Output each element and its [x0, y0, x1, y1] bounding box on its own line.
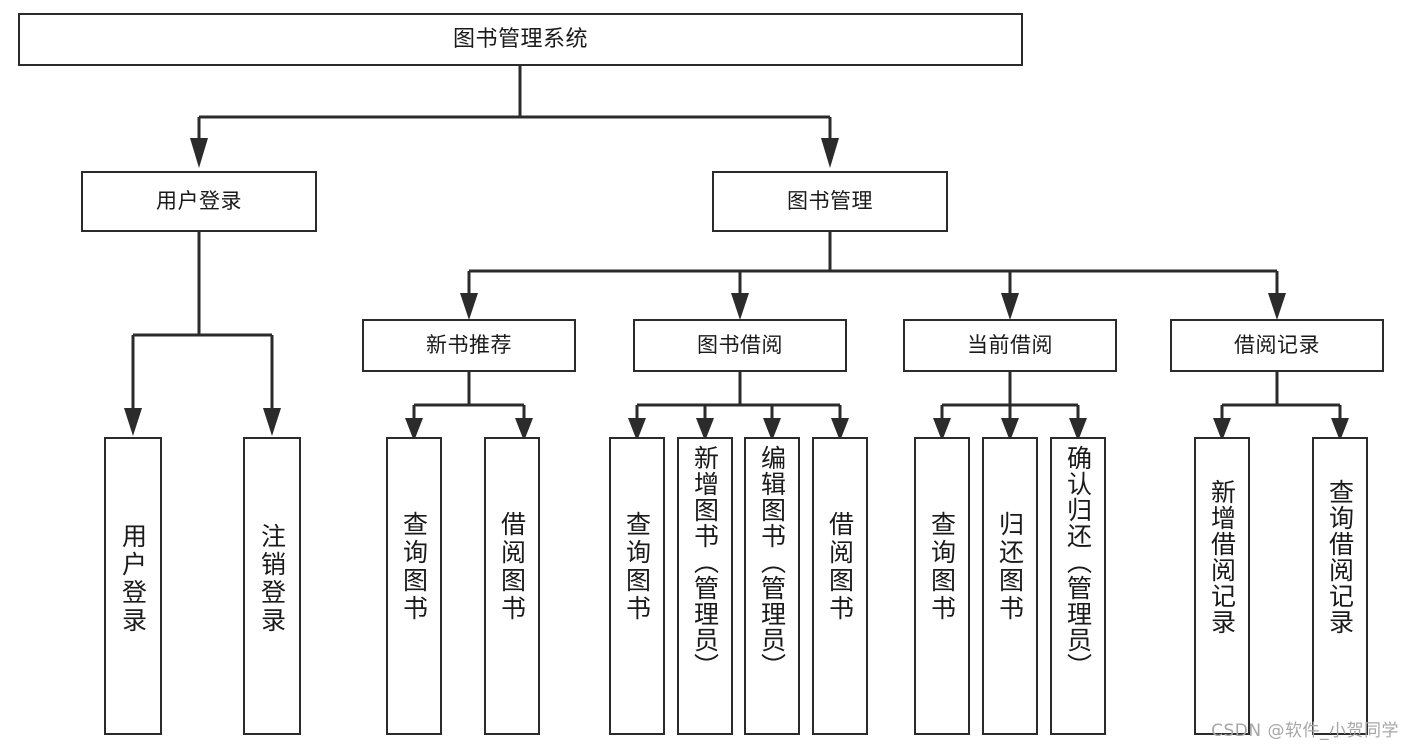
leaf-add-borrow-record[interactable]: 新增借阅记录: [1194, 437, 1250, 735]
leaf-query-book-current[interactable]: 查询图书: [914, 437, 970, 735]
leaf-query-borrow-record[interactable]: 查询借阅记录: [1312, 437, 1368, 735]
node-user-login[interactable]: 用户登录: [81, 171, 317, 232]
node-label: 图书管理: [787, 189, 873, 214]
leaf-query-book-borrow[interactable]: 查询图书: [609, 437, 665, 735]
watermark-text: CSDN @软件_小贺同学: [1211, 721, 1399, 741]
leaf-borrow-book[interactable]: 借阅图书: [812, 437, 868, 735]
node-label: 借阅图书: [497, 511, 527, 623]
node-label: 借阅记录: [1234, 333, 1320, 358]
node-label: 查询图书: [399, 511, 429, 623]
leaf-edit-book-admin[interactable]: 编辑图书（管理员）: [744, 437, 800, 735]
node-book-borrow[interactable]: 图书借阅: [633, 319, 847, 372]
leaf-confirm-return-admin[interactable]: 确认归还（管理员）: [1050, 437, 1106, 735]
leaf-add-book-admin[interactable]: 新增图书（管理员）: [677, 437, 733, 735]
node-label: 新增借阅记录: [1207, 479, 1237, 635]
node-label: 确认归还（管理员）: [1063, 445, 1093, 679]
node-book-management[interactable]: 图书管理: [712, 171, 948, 232]
leaf-user-login[interactable]: 用户登录: [104, 437, 162, 735]
node-label: 当前借阅: [967, 333, 1053, 358]
node-label: 注销登录: [257, 523, 287, 635]
node-root-system[interactable]: 图书管理系统: [18, 13, 1023, 66]
node-label: 借阅图书: [825, 511, 855, 623]
node-label: 查询图书: [927, 511, 957, 623]
node-label: 图书管理系统: [452, 26, 588, 52]
node-current-borrow[interactable]: 当前借阅: [903, 319, 1117, 372]
node-label: 用户登录: [156, 189, 242, 214]
node-label: 查询借阅记录: [1325, 479, 1355, 635]
node-borrow-record[interactable]: 借阅记录: [1170, 319, 1384, 372]
node-label: 用户登录: [118, 523, 148, 635]
node-label: 新增图书（管理员）: [690, 445, 720, 679]
leaf-return-book[interactable]: 归还图书: [982, 437, 1038, 735]
leaf-logout[interactable]: 注销登录: [243, 437, 301, 735]
node-label: 新书推荐: [426, 333, 512, 358]
leaf-query-book-recommend[interactable]: 查询图书: [386, 437, 442, 735]
node-label: 归还图书: [995, 511, 1025, 623]
node-label: 查询图书: [622, 511, 652, 623]
leaf-borrow-book-recommend[interactable]: 借阅图书: [484, 437, 540, 735]
node-label: 图书借阅: [697, 333, 783, 358]
node-label: 编辑图书（管理员）: [757, 445, 787, 679]
node-new-book-recommend[interactable]: 新书推荐: [362, 319, 576, 372]
